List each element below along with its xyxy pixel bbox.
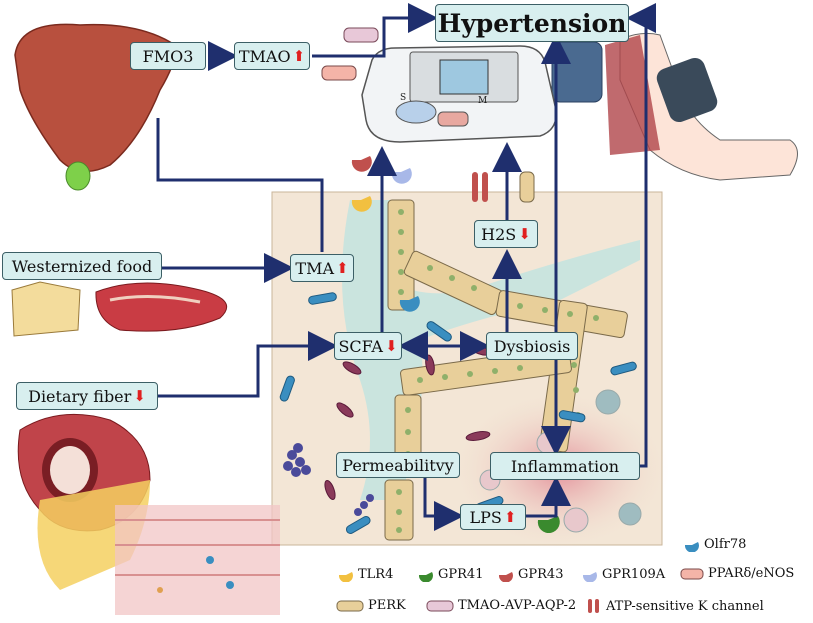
- fmo3-node: FMO3: [130, 42, 206, 70]
- dysbiosis-node: Dysbiosis: [486, 332, 578, 360]
- legend-perk: PERK: [336, 598, 406, 613]
- westernized-food-label: Westernized food: [11, 256, 153, 276]
- scfa-node: SCFA ⬇: [334, 332, 402, 360]
- legend-olfr78-label: Olfr78: [704, 536, 747, 552]
- cocci-clusters: [283, 443, 374, 516]
- tmao-node: TMAO ⬆: [234, 42, 310, 70]
- legend-gpr109a-label: GPR109A: [602, 566, 666, 582]
- inflammation-label: Inflammation: [510, 456, 620, 476]
- gpr41-icon: [418, 572, 433, 582]
- lps-node: LPS ⬆: [460, 504, 526, 530]
- legend-atp-k-label: ATP-sensitive K channel: [606, 598, 764, 614]
- legend-ppar: PPARδ/eNOS: [680, 566, 794, 581]
- h2s-label: H2S: [481, 224, 517, 244]
- atp-k-channel-icon: [588, 599, 599, 613]
- food-illustration: [11, 281, 228, 337]
- h2s-down-arrow: ⬇: [518, 225, 531, 243]
- hypertension-label: Hypertension: [437, 8, 627, 38]
- scfa-down-arrow: ⬇: [384, 337, 398, 355]
- monitor-label-s: S: [400, 93, 406, 103]
- tma-up-arrow: ⬆: [336, 259, 349, 277]
- arm-with-cuff: [605, 32, 798, 181]
- lps-up-arrow: ⬆: [503, 508, 517, 526]
- monitor-label-m: M: [478, 96, 487, 106]
- legend-gpr43-label: GPR43: [518, 566, 564, 582]
- dietary-fiber-label: Dietary fiber: [28, 386, 132, 406]
- legend-ppar-label: PPARδ/eNOS: [708, 566, 795, 581]
- tmao-up-arrow: ⬆: [292, 47, 306, 65]
- lps-label: LPS: [469, 507, 502, 527]
- perk-icon: [336, 600, 364, 611]
- dietary-fiber-node: Dietary fiber ⬇: [16, 382, 158, 410]
- legend-perk-label: PERK: [368, 598, 406, 613]
- westernized-food-node: Westernized food: [2, 252, 162, 280]
- legend-tmao-avp: TMAO-AVP-AQP-2: [426, 598, 576, 613]
- gpr43-icon: [498, 572, 513, 582]
- legend-gpr43: GPR43: [496, 566, 563, 582]
- ppar-icon: [680, 568, 704, 579]
- dysbiosis-label: Dysbiosis: [493, 336, 571, 356]
- inflammation-node: Inflammation: [490, 452, 640, 480]
- legend-gpr41-label: GPR41: [438, 566, 484, 582]
- gpr109a-icon: [582, 572, 597, 582]
- legend-tmao-avp-label: TMAO-AVP-AQP-2: [458, 598, 577, 613]
- tissue-section: [115, 505, 280, 615]
- bp-monitor: S M: [361, 41, 603, 143]
- gallbladder: [65, 161, 91, 191]
- olfr78-icon: [684, 542, 699, 552]
- tmao-avp-icon: [426, 600, 454, 611]
- legend-tlr4-label: TLR4: [358, 566, 394, 582]
- scfa-label: SCFA: [338, 336, 383, 356]
- legend-atp-k: ATP-sensitive K channel: [586, 598, 764, 614]
- legend-gpr41: GPR41: [416, 566, 483, 582]
- connector-arrows: [156, 3, 656, 531]
- permeability-label: Permeabilitvy: [342, 455, 454, 475]
- legend-gpr109a: GPR109A: [580, 566, 665, 582]
- receptor-icons: [321, 27, 560, 534]
- legend-tlr4: TLR4: [336, 566, 393, 582]
- tma-node: TMA ⬆: [290, 254, 354, 282]
- h2s-node: H2S ⬇: [474, 220, 538, 248]
- tlr4-icon: [338, 572, 353, 582]
- hypertension-node: Hypertension: [435, 4, 629, 42]
- legend-olfr78: Olfr78: [682, 536, 746, 552]
- dietary-fiber-down-arrow: ⬇: [133, 387, 146, 405]
- tmao-label: TMAO: [238, 46, 291, 66]
- tma-label: TMA: [295, 258, 335, 278]
- permeability-node: Permeabilitvy: [336, 452, 460, 478]
- fmo3-label: FMO3: [142, 46, 194, 66]
